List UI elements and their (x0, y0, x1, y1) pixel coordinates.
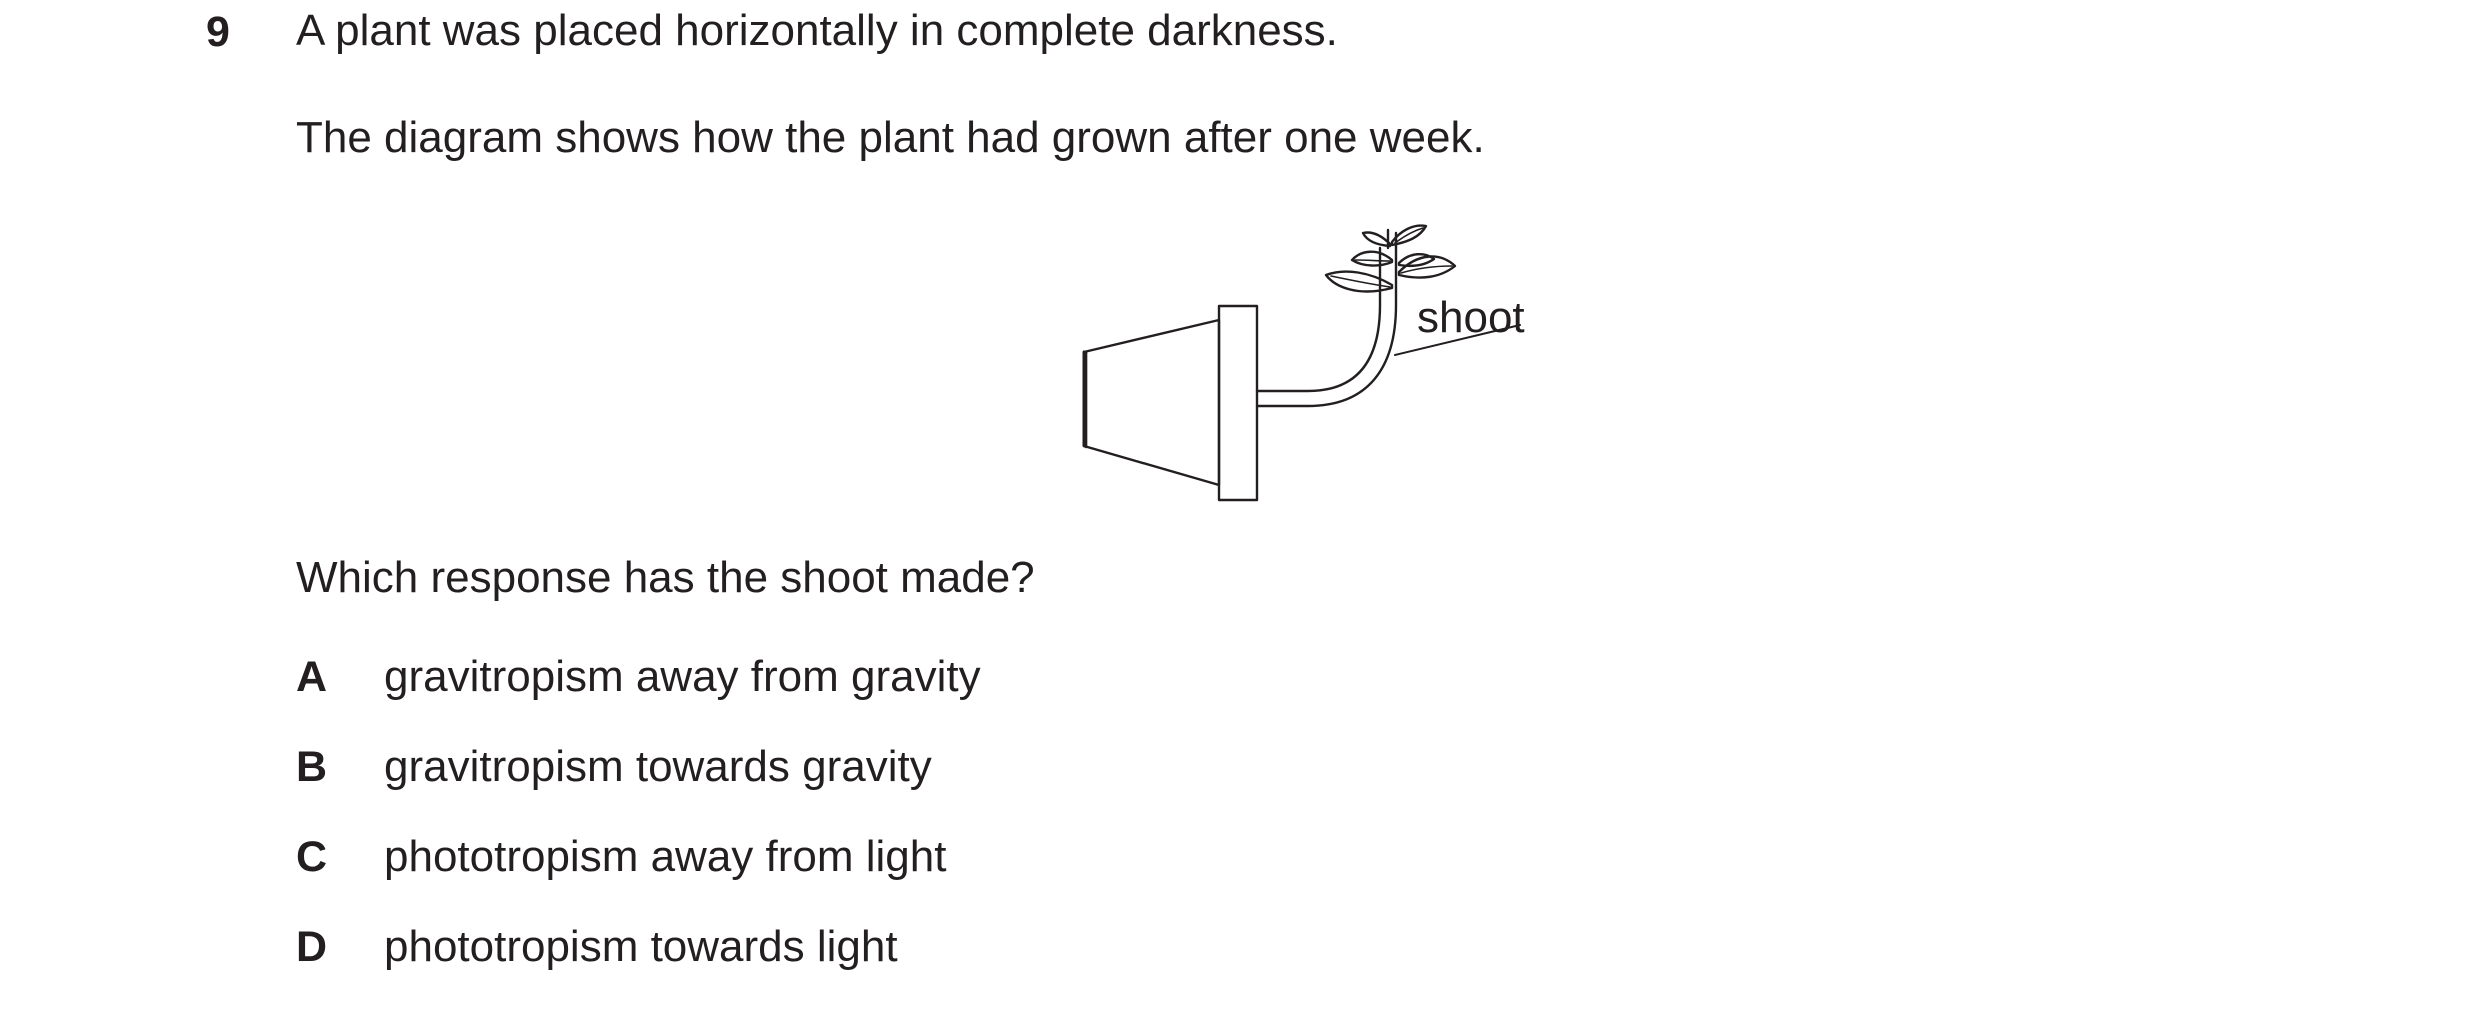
question-stem-line-2: The diagram shows how the plant had grow… (296, 113, 1485, 162)
leaf-left-large-vein (1330, 275, 1391, 288)
flower-pot (1082, 318, 1221, 487)
option-letter: C (296, 832, 328, 881)
option-letter: D (296, 922, 328, 971)
leaf-left-mid-vein (1354, 259, 1391, 262)
pot-rim (1217, 304, 1259, 502)
stem-tip (1386, 228, 1398, 250)
answer-option-b[interactable]: B gravitropism towards gravity (296, 739, 932, 795)
leaf-top-left (1361, 231, 1392, 248)
answer-option-c[interactable]: C phototropism away from light (296, 829, 946, 885)
option-letter: B (296, 742, 328, 791)
leaf-right-mid (1397, 253, 1436, 268)
question-stem-line-1: A plant was placed horizontally in compl… (296, 6, 1338, 55)
shoot-leader-line (1394, 324, 1521, 356)
leaf-left-large (1324, 270, 1394, 293)
stem-lower-edge (1255, 246, 1398, 408)
option-letter: A (296, 652, 328, 701)
leaf-left-mid (1350, 250, 1394, 267)
option-text: phototropism away from light (384, 832, 947, 881)
plant-diagram (940, 200, 1600, 520)
leaf-top-right (1390, 224, 1428, 247)
question-number: 9 (206, 8, 230, 56)
question-prompt: Which response has the shoot made? (296, 553, 1035, 602)
option-text: phototropism towards light (384, 922, 898, 971)
option-text: gravitropism towards gravity (384, 742, 932, 791)
option-text: gravitropism away from gravity (384, 652, 981, 701)
shoot-label: shoot (1417, 293, 1525, 342)
stem-upper-edge (1255, 246, 1382, 393)
answer-option-a[interactable]: A gravitropism away from gravity (296, 649, 981, 705)
leaf-right-large (1397, 255, 1457, 279)
leaf-right-large-vein (1400, 265, 1453, 274)
answer-option-d[interactable]: D phototropism towards light (296, 919, 898, 975)
